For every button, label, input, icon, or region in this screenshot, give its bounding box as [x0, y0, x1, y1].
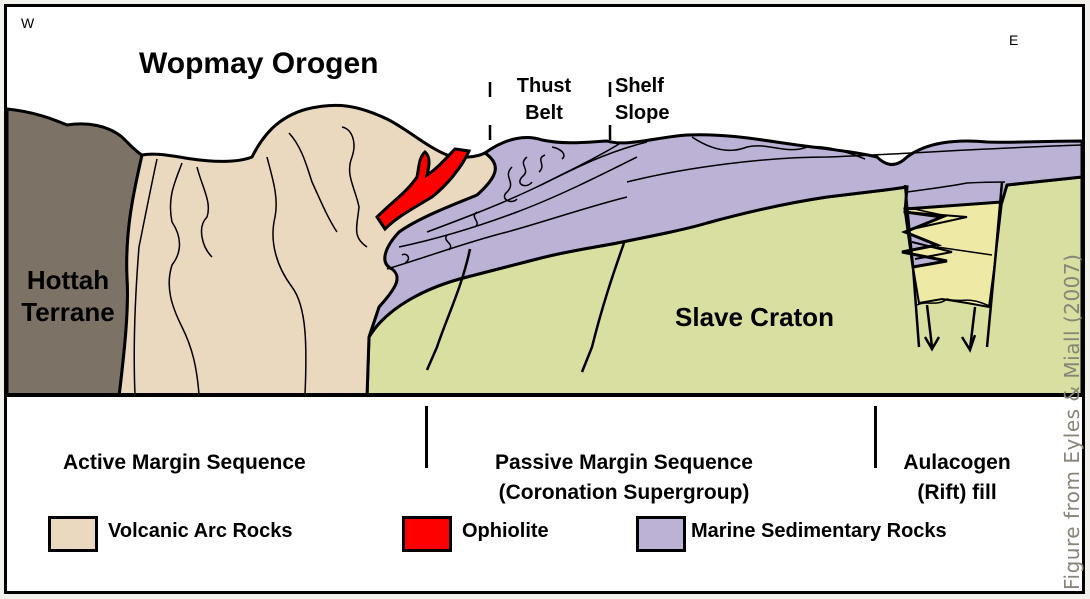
legend-label-volcanic-arc: Volcanic Arc Rocks: [108, 520, 293, 542]
legend-panel: Active Margin Sequence Passive Margin Se…: [7, 393, 1082, 591]
diagram-title: Wopmay Orogen: [139, 47, 379, 80]
ophiolite-unit: [375, 147, 472, 232]
legend-label-marine-sedimentary: Marine Sedimentary Rocks: [691, 520, 947, 542]
legend-swatch-ophiolite: [402, 516, 452, 552]
interfingering-tongues: [904, 211, 968, 260]
folded-strata: [401, 146, 565, 264]
hottah-line1: Hottah: [26, 265, 110, 295]
active-margin-label: Active Margin Sequence: [63, 451, 306, 474]
slave-craton-label: Slave Craton: [675, 302, 834, 332]
aulacogen-line2: (Rift) fill: [917, 481, 997, 504]
figure-credit: Figure from Eyles & Miall (2007): [1060, 253, 1084, 590]
hottah-line2: Terrane: [21, 297, 115, 327]
shelf-slope-label: Shelf Slope: [615, 73, 669, 127]
marine-bedding-lines: [386, 136, 1082, 308]
passive-margin-line1: Passive Margin Sequence: [495, 451, 753, 474]
zone-markers: [488, 82, 612, 140]
arc-contact-lines: [133, 126, 368, 396]
hottah-terrane-unit: [7, 107, 144, 397]
passive-margin-line2: (Coronation Supergroup): [498, 481, 750, 504]
legend-swatch-marine-sedimentary: [636, 516, 686, 552]
thrust-belt-label: Thust Belt: [509, 73, 579, 127]
shelf-slope-line1: Shelf: [615, 75, 664, 97]
legend-label-ophiolite: Ophiolite: [462, 520, 549, 542]
diagram-frame: W E Wopmay Orogen Thust Belt Shelf Slope…: [4, 4, 1085, 594]
thrust-belt-line1: Thust: [516, 75, 572, 97]
legend-swatch-volcanic-arc: [48, 516, 98, 552]
passive-margin-label: Passive Margin Sequence (Coronation Supe…: [439, 448, 809, 508]
east-direction-label: E: [1009, 32, 1019, 48]
west-direction-label: W: [21, 15, 35, 31]
sequence-divider-2: [874, 406, 877, 468]
volcanic-arc-unit: [117, 103, 497, 397]
shelf-slope-line2: Slope: [615, 102, 670, 124]
hottah-terrane-label: Hottah Terrane: [9, 264, 127, 328]
sequence-divider-1: [425, 406, 428, 468]
thrust-belt-line2: Belt: [525, 102, 563, 124]
aulacogen-label: Aulacogen (Rift) fill: [887, 448, 1027, 508]
aulacogen-line1: Aulacogen: [903, 451, 1011, 474]
cross-section: [7, 82, 1082, 397]
